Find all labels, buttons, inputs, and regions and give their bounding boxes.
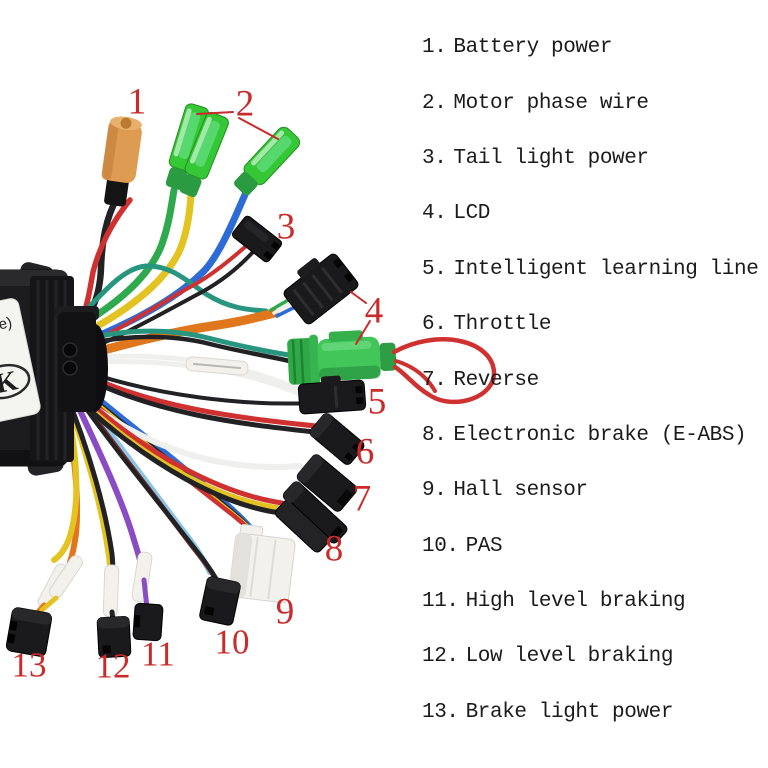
legend-item-9: 9.Hall sensor (422, 463, 766, 518)
sleeve-12 (102, 564, 120, 618)
ebrake-connector (274, 481, 348, 553)
marker-13: 13 (11, 645, 47, 685)
legend-item-1: 1.Battery power (422, 20, 766, 75)
legend-num: 2. (422, 91, 447, 115)
throttle-connector (309, 413, 365, 465)
marker-1: 1 (127, 81, 147, 123)
controller-sticker: de) K (0, 298, 41, 430)
legend-num: 3. (422, 146, 447, 170)
wire-ebrake-black (78, 399, 284, 516)
legend-label: Brake light power (465, 700, 674, 724)
wire-julet-black (69, 334, 297, 365)
brake-light-connector (5, 607, 53, 657)
marker-8: 8 (324, 528, 344, 570)
wire-lcd-sheath (69, 308, 279, 363)
legend-item-4: 4.LCD (422, 186, 766, 241)
marker-4: 4 (364, 290, 384, 332)
wire-teal-lcd (63, 263, 269, 333)
legend-item-2: 2.Motor phase wire (422, 75, 766, 130)
marker-3: 3 (276, 206, 296, 248)
low-brake-connector (96, 615, 132, 659)
reverse-loop-wire (391, 337, 497, 405)
hall-connector (228, 523, 296, 604)
legend-label: Hall sensor (453, 479, 588, 503)
legend-num: 12. (422, 645, 459, 669)
wire-10-black (69, 386, 220, 583)
marker-2: 2 (235, 83, 255, 125)
legend-num: 8. (422, 423, 447, 447)
legend-label: Low level braking (465, 645, 674, 669)
marker-11: 11 (141, 634, 175, 674)
pointer-lines (196, 111, 371, 345)
wire-phase-blue (67, 186, 251, 351)
learning-connector (297, 375, 367, 415)
pointer-2-left (196, 111, 234, 115)
marker-7: 7 (352, 478, 372, 520)
legend-item-6: 6.Throttle (422, 297, 766, 352)
legend-item-13: 13.Brake light power (422, 685, 766, 740)
phase-spade-yellow (179, 111, 229, 198)
marker-10: 10 (214, 622, 250, 662)
legend-num: 5. (422, 257, 447, 281)
pointer-4-up (350, 291, 367, 304)
legend-label: Throttle (453, 313, 552, 337)
wire-phase-yellow (65, 190, 195, 345)
sleeve-11 (131, 551, 153, 603)
battery-connector (101, 116, 142, 207)
legend-num: 1. (422, 36, 447, 60)
legend-item-7: 7.Reverse (422, 352, 766, 407)
legend-label: Tail light power (453, 146, 649, 170)
legend-num: 13. (422, 700, 459, 724)
julet-green-connector (287, 330, 397, 387)
wire-label-sleeve (185, 356, 249, 376)
legend-num: 7. (422, 368, 447, 392)
sticker-text: de) (0, 314, 14, 335)
reverse-connector (296, 454, 358, 512)
legend-label: LCD (453, 202, 491, 226)
legend-num: 11. (422, 590, 459, 614)
taillight-connector (231, 215, 283, 263)
legend-item-10: 10.PAS (422, 519, 766, 574)
legend-label: Intelligent learning line (453, 257, 759, 281)
high-brake-connector (132, 602, 164, 642)
connectors (5, 103, 397, 659)
pas-connector (199, 576, 241, 626)
legend-item-11: 11.High level braking (422, 574, 766, 629)
legend-label: High level braking (465, 590, 686, 614)
phase-spade-blue (234, 126, 301, 196)
legend-item-12: 12.Low level braking (422, 629, 766, 684)
controller-body: de) K (0, 262, 108, 476)
legend-item-3: 3.Tail light power (422, 131, 766, 186)
legend-list: 1.Battery power 2.Motor phase wire 3.Tai… (422, 20, 766, 740)
legend-num: 6. (422, 313, 447, 337)
marker-12: 12 (95, 646, 131, 686)
legend-label: Electronic brake (E-ABS) (453, 423, 747, 447)
legend-num: 10. (422, 534, 459, 558)
legend-label: Reverse (453, 368, 539, 392)
legend-label: PAS (465, 534, 503, 558)
legend-num: 9. (422, 479, 447, 503)
legend-item-5: 5.Intelligent learning line (422, 242, 766, 297)
legend-num: 4. (422, 202, 447, 226)
reverse-loop-wire-end (394, 359, 437, 393)
lcd-connector (283, 253, 359, 325)
marker-6: 6 (355, 431, 375, 473)
pointer-2-right (238, 117, 279, 140)
legend-label: Motor phase wire (453, 91, 649, 115)
marker-5: 5 (367, 381, 387, 423)
legend-label: Battery power (453, 36, 613, 60)
wire-ebrake-red (77, 391, 285, 506)
marker-9: 9 (275, 591, 295, 633)
sticker-logo: K (0, 365, 21, 400)
wire-julet-teal (67, 328, 298, 359)
legend-item-8: 8.Electronic brake (E-ABS) (422, 408, 766, 463)
sleeve-13b (49, 555, 83, 599)
pointer-4-down (355, 320, 371, 345)
